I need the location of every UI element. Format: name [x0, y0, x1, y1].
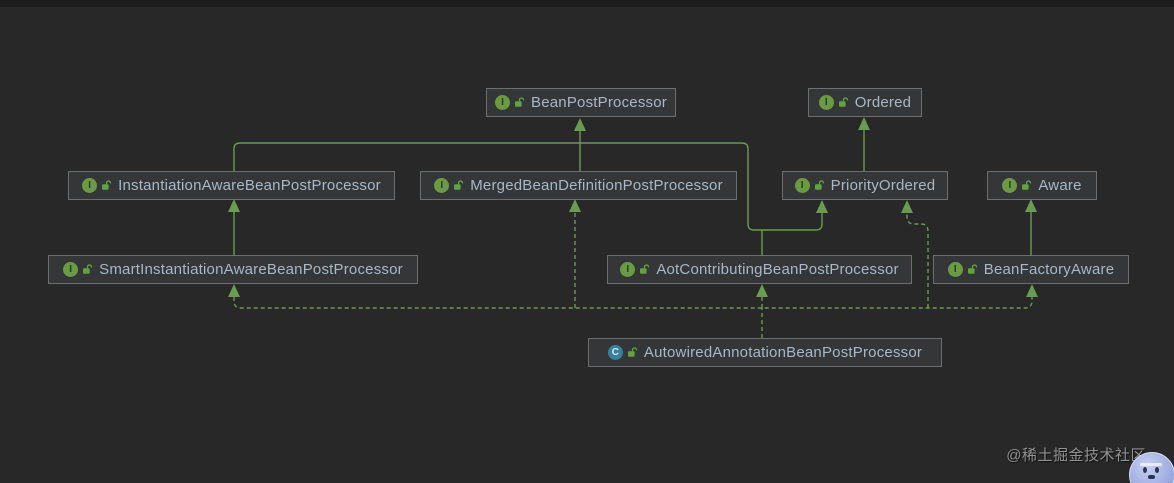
- interface-icon: I: [434, 178, 450, 193]
- unlocked-padlock-icon: [454, 180, 464, 190]
- node-AutowiredAnnotationBeanPostProcessor[interactable]: C AutowiredAnnotationBeanPostProcessor: [588, 338, 942, 367]
- node-PriorityOrdered[interactable]: I PriorityOrdered: [782, 171, 948, 200]
- node-AotContributingBeanPostProcessor[interactable]: I AotContributingBeanPostProcessor: [607, 255, 912, 284]
- arrowhead-to-merged: [569, 199, 581, 212]
- interface-icon: I: [620, 262, 636, 277]
- interface-icon: I: [63, 262, 79, 277]
- node-label: MergedBeanDefinitionPostProcessor: [470, 177, 723, 194]
- arrowhead-implements-priorityordered: [901, 200, 913, 213]
- node-label: SmartInstantiationAwareBeanPostProcessor: [99, 261, 403, 278]
- node-label: BeanFactoryAware: [983, 261, 1115, 278]
- unlocked-padlock-icon: [640, 264, 650, 274]
- interface-icon: I: [1002, 178, 1018, 193]
- watermark-text: @稀土掘金技术社区: [1006, 447, 1146, 464]
- interface-icon: I: [495, 95, 511, 110]
- unlocked-padlock-icon: [814, 180, 824, 190]
- arrowhead-to-beanfactoryaware: [1026, 284, 1038, 297]
- unlocked-padlock-icon: [515, 97, 525, 107]
- unlocked-padlock-icon: [83, 264, 93, 274]
- top-edge-strip: [0, 0, 1174, 7]
- unlocked-padlock-icon: [967, 264, 977, 274]
- node-label: AotContributingBeanPostProcessor: [656, 261, 899, 278]
- edge-implements-bus: [233, 297, 1033, 309]
- juejin-mascot-avatar: [1129, 452, 1174, 483]
- arrowhead-to-aware: [1025, 199, 1037, 212]
- node-MergedBeanDefinitionPostProcessor[interactable]: I MergedBeanDefinitionPostProcessor: [420, 171, 737, 200]
- node-label: BeanPostProcessor: [531, 94, 667, 111]
- arrowhead-aot-to-priorityordered: [816, 200, 828, 213]
- class-icon: C: [607, 345, 623, 360]
- arrowhead-to-beanpostprocessor: [574, 118, 586, 131]
- node-Aware[interactable]: I Aware: [987, 171, 1097, 200]
- unlocked-padlock-icon: [102, 180, 112, 190]
- node-label: PriorityOrdered: [830, 177, 936, 194]
- mascot-eye-left: [1143, 467, 1147, 473]
- mascot-visor: [1140, 463, 1162, 466]
- interface-icon: I: [818, 95, 834, 110]
- node-Ordered[interactable]: I Ordered: [808, 88, 922, 117]
- node-label: Ordered: [854, 94, 912, 111]
- node-InstantiationAwareBeanPostProcessor[interactable]: I InstantiationAwareBeanPostProcessor: [68, 171, 395, 200]
- node-SmartInstantiationAwareBeanPostProcessor[interactable]: I SmartInstantiationAwareBeanPostProcess…: [48, 255, 418, 284]
- node-BeanFactoryAware[interactable]: I BeanFactoryAware: [933, 255, 1129, 284]
- unlocked-padlock-icon: [627, 347, 638, 357]
- node-label: Aware: [1038, 177, 1082, 194]
- node-label: InstantiationAwareBeanPostProcessor: [118, 177, 381, 194]
- interface-icon: I: [947, 262, 963, 277]
- node-BeanPostProcessor[interactable]: I BeanPostProcessor: [486, 88, 676, 117]
- node-label: AutowiredAnnotationBeanPostProcessor: [643, 344, 923, 361]
- interface-icon: I: [794, 178, 810, 193]
- interface-icon: I: [82, 178, 98, 193]
- mascot-mouth: [1148, 475, 1155, 479]
- arrowhead-to-ordered: [858, 117, 870, 130]
- unlocked-padlock-icon: [838, 97, 849, 107]
- arrowhead-to-smart: [228, 284, 240, 297]
- arrowhead-to-instantiationaware: [228, 199, 240, 212]
- arrowhead-to-aot: [756, 284, 768, 297]
- mascot-eye-right: [1155, 467, 1159, 473]
- unlocked-padlock-icon: [1022, 180, 1032, 190]
